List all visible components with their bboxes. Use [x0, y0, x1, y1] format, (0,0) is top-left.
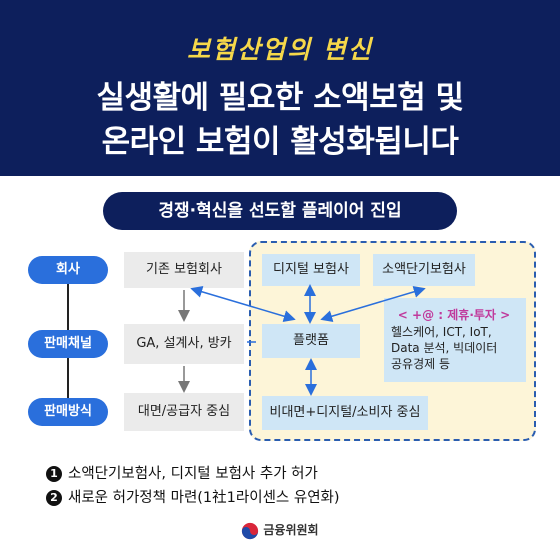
section-banner: 경쟁·혁신을 선도할 플레이어 진입 — [103, 192, 457, 230]
blue-arrow — [320, 285, 426, 323]
current-company-box: 기존 보험회사 — [124, 252, 244, 288]
partner-list-item: Data 분석, 빅데이터 — [391, 341, 498, 355]
partner-list-item: 헬스케어, ICT, IoT, — [391, 325, 492, 339]
note-number-badge: 1 — [46, 466, 62, 482]
footer-org-name: 금융위원회 — [263, 523, 319, 537]
note-item: 2 새로운 허가정책 마련(1社1라이센스 유연화) — [46, 486, 340, 507]
current-method-box: 대면/공급자 중심 — [124, 393, 244, 431]
category-company-pill: 회사 — [28, 256, 108, 284]
category-method-pill: 판매방식 — [28, 398, 108, 426]
partner-list-item: 공유경제 등 — [391, 357, 451, 371]
blue-arrow — [190, 285, 296, 323]
fsc-logo: 금융위원회 — [0, 521, 560, 540]
partner-list: 헬스케어, ICT, IoT, Data 분석, 빅데이터 공유경제 등 — [391, 324, 521, 372]
category-channel-pill: 판매채널 — [28, 330, 108, 358]
category-connector-line — [67, 358, 69, 402]
header-title-line-2: 온라인 보험이 활성화됩니다 — [101, 124, 459, 160]
note-number-badge: 2 — [46, 490, 62, 506]
small-insurer-box: 소액단기보험사 — [373, 254, 475, 286]
note-text: 소액단기보험사, 디지털 보험사 추가 허가 — [68, 466, 318, 482]
header-title-line-1: 실생활에 필요한 소액보험 및 — [96, 80, 464, 116]
digital-insurer-box: 디지털 보험사 — [262, 254, 360, 286]
platform-box: 플랫폼 — [262, 324, 360, 358]
partner-label: < +@ : 제휴·투자 > — [397, 308, 511, 322]
current-channel-box: GA, 설계사, 방카 — [124, 324, 244, 364]
header-subtitle: 보험산업의 변신 — [187, 35, 373, 64]
method-box: 비대면+디지털/소비자 중심 — [262, 396, 428, 430]
note-item: 1 소액단기보험사, 디지털 보험사 추가 허가 — [46, 462, 318, 483]
note-text: 새로운 허가정책 마련(1社1라이센스 유연화) — [68, 490, 340, 506]
taegeuk-icon — [242, 522, 259, 539]
category-connector-line — [67, 282, 69, 336]
header-banner: 보험산업의 변신 실생활에 필요한 소액보험 및 온라인 보험이 활성화됩니다 — [0, 0, 560, 176]
